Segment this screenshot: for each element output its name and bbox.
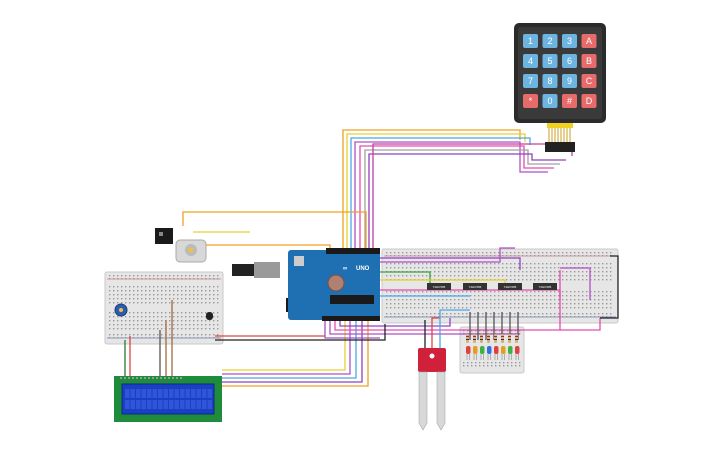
keypad-key[interactable]: 3	[562, 34, 577, 48]
keypad-key[interactable]: 4	[523, 54, 538, 68]
shift-register-4[interactable]: 74HC595	[533, 283, 557, 290]
keypad-key[interactable]: 8	[542, 74, 558, 88]
resistor[interactable]	[501, 334, 504, 343]
keypad-key[interactable]: 5	[542, 54, 558, 68]
led[interactable]	[466, 346, 471, 360]
shift-register-1[interactable]: 74HC595	[427, 283, 451, 290]
led[interactable]	[501, 346, 506, 360]
keypad-key-label: #	[567, 96, 572, 106]
keypad-key[interactable]: #	[562, 94, 577, 108]
resistor[interactable]	[473, 334, 476, 343]
transistor[interactable]	[206, 312, 213, 320]
shift-register-2[interactable]: 74HC595	[463, 283, 487, 290]
shift-register-label: 74HC595	[539, 285, 552, 289]
lcd-16x2[interactable]	[114, 376, 222, 422]
keypad-key-label: 3	[567, 36, 572, 46]
keypad-key-label: B	[586, 56, 592, 66]
resistor[interactable]	[480, 334, 483, 343]
keypad-key-label: 7	[528, 76, 533, 86]
led[interactable]	[487, 346, 492, 360]
keypad-key[interactable]: A	[581, 34, 597, 48]
led[interactable]	[515, 346, 520, 360]
relay[interactable]	[155, 228, 173, 244]
soil-moisture-sensor[interactable]	[418, 348, 446, 431]
keypad-key[interactable]: 2	[542, 34, 558, 48]
keypad-key[interactable]: 9	[562, 74, 577, 88]
shift-register-3[interactable]: 74HC595	[498, 283, 522, 290]
resistor[interactable]	[515, 334, 518, 343]
resistor-array	[466, 334, 518, 343]
keypad-key-label: D	[586, 96, 593, 106]
usb-cable-icon	[232, 264, 254, 276]
keypad-key[interactable]: D	[581, 94, 597, 108]
keypad-key-label: C	[586, 76, 593, 86]
keypad-key[interactable]: B	[581, 54, 597, 68]
arduino-model-label: UNO	[356, 266, 370, 272]
wires	[124, 129, 619, 387]
led-array[interactable]	[466, 346, 520, 360]
resistor[interactable]	[508, 334, 511, 343]
keypad-key-label: 5	[547, 56, 552, 66]
potentiometer[interactable]	[114, 303, 128, 317]
shift-register-label: 74HC595	[469, 285, 482, 289]
led[interactable]	[494, 346, 499, 360]
keypad-key[interactable]: 0	[542, 94, 558, 108]
dc-motor[interactable]	[175, 239, 207, 263]
resistor[interactable]	[466, 334, 469, 343]
keypad-key-label: A	[586, 36, 592, 46]
keypad-key-label: 4	[528, 56, 533, 66]
resistor[interactable]	[487, 334, 490, 343]
keypad-key-label: 6	[567, 56, 572, 66]
keypad-key[interactable]: 7	[523, 74, 538, 88]
arduino-logo-icon: ∞	[343, 266, 347, 272]
keypad-key[interactable]: 1	[523, 34, 538, 48]
keypad-key[interactable]: *	[523, 94, 538, 108]
keypad-key-label: *	[529, 96, 533, 106]
keypad-key[interactable]: 6	[562, 54, 577, 68]
led[interactable]	[473, 346, 478, 360]
keypad-key-label: 8	[547, 76, 552, 86]
arduino-uno[interactable]: UNO ∞	[232, 248, 380, 321]
led[interactable]	[508, 346, 513, 360]
keypad-key[interactable]: C	[581, 74, 597, 88]
led[interactable]	[480, 346, 485, 360]
shift-registers: 74HC595 74HC595 74HC595 74HC595	[427, 283, 557, 290]
shift-register-label: 74HC595	[504, 285, 517, 289]
breadboard-left[interactable]	[104, 271, 224, 345]
keypad-key-label: 9	[567, 76, 572, 86]
keypad-key-label: 1	[528, 36, 533, 46]
shift-register-label: 74HC595	[433, 285, 446, 289]
resistor[interactable]	[494, 334, 497, 343]
keypad-4x4[interactable]: 1 2 3 A 4 5 6 B 7 8 9 C * 0 # D	[514, 23, 606, 152]
keypad-key-label: 0	[547, 96, 552, 106]
keypad-key-label: 2	[547, 36, 552, 46]
